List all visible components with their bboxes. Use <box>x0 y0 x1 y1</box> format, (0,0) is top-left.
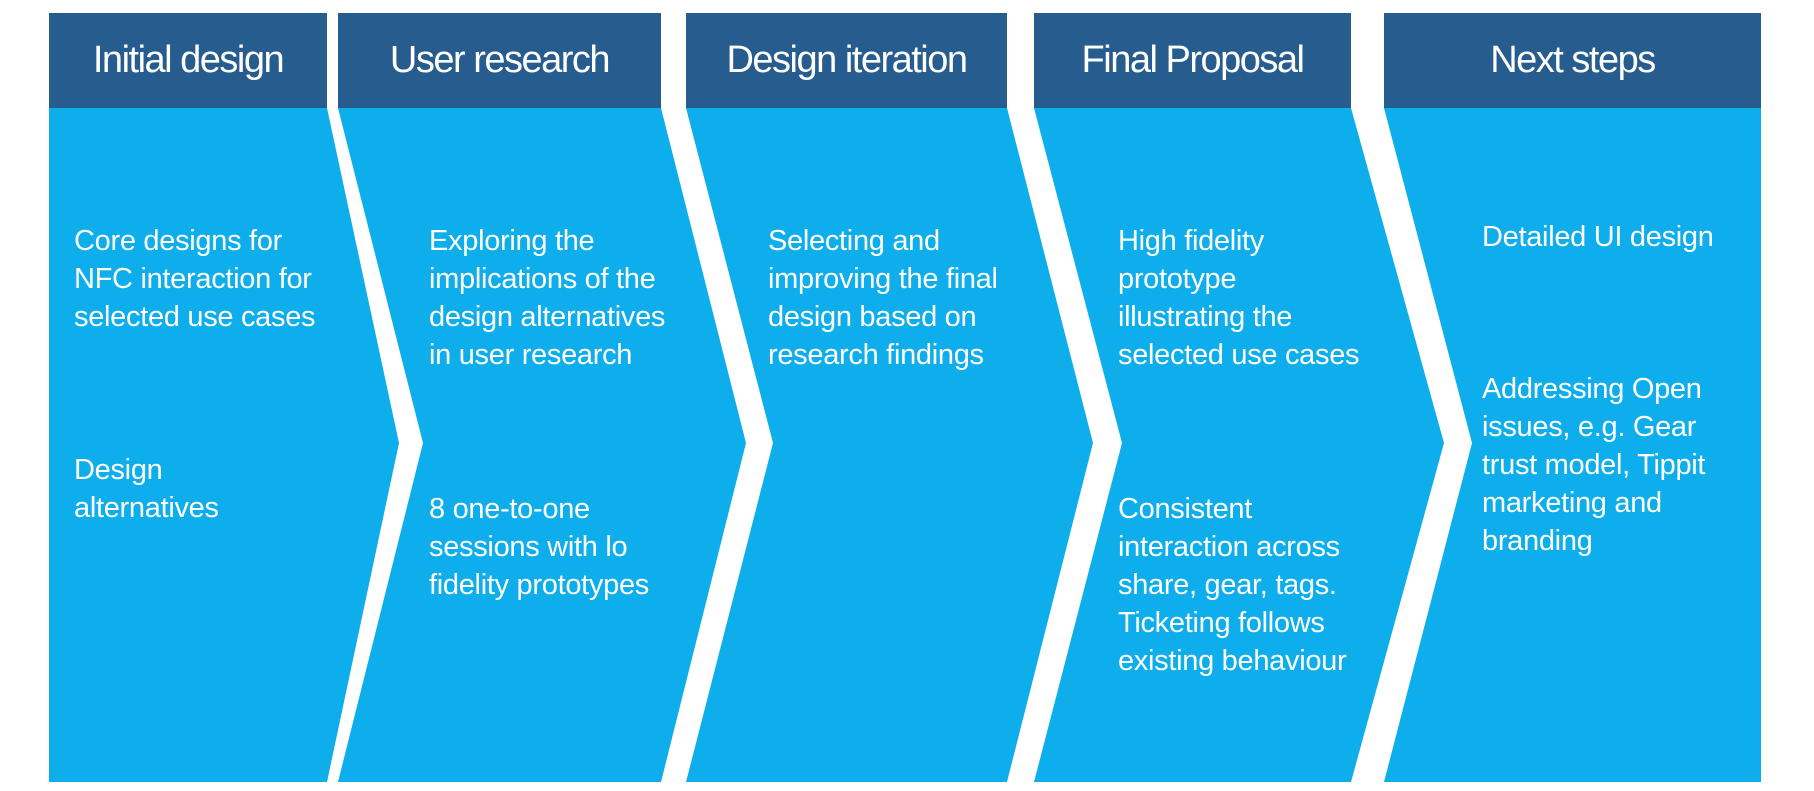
description-line: selected use cases <box>1118 339 1360 371</box>
description-line: Core designs for <box>74 225 282 257</box>
stage-title: User research <box>389 39 611 81</box>
stage-title: Next steps <box>1490 39 1656 81</box>
stage-title: Final Proposal <box>1081 39 1305 81</box>
description-line: design alternatives <box>429 301 666 333</box>
stage-chevron-design-iteration <box>686 108 1093 782</box>
stage-description: Design alternatives <box>74 451 219 527</box>
description-line: Detailed UI design <box>1482 221 1714 253</box>
description-line: trust model, Tippit <box>1482 449 1706 481</box>
description-line: research findings <box>768 339 984 371</box>
stage-header-bg-final-proposal <box>1034 13 1351 108</box>
stage-description: Detailed UI design <box>1482 218 1714 256</box>
stage-title: Design iteration <box>726 39 968 81</box>
chevron-group <box>49 13 1761 782</box>
description-line: alternatives <box>74 492 219 524</box>
stage-description: Addressing Open issues, e.g. Gear trust mo… <box>1482 370 1705 560</box>
description-line: Consistent <box>1118 493 1253 525</box>
description-line: Design <box>74 454 163 486</box>
stage-chevron-user-research <box>338 108 746 782</box>
stage-title: Initial design <box>92 39 285 81</box>
description-line: branding <box>1482 525 1593 557</box>
description-line: prototype <box>1118 263 1237 295</box>
stage-description: High fidelity prototype illustrating the se… <box>1118 222 1360 374</box>
stage-description: 8 one-to-one sessions with lo fidelity pro… <box>429 490 649 604</box>
description-line: design based on <box>768 301 977 333</box>
description-line: fidelity prototypes <box>429 569 649 601</box>
description-line: implications of the <box>429 263 656 295</box>
description-line: issues, e.g. Gear <box>1482 411 1697 443</box>
description-line: improving the final <box>768 263 998 295</box>
stage-header-bg-initial-design <box>49 13 327 108</box>
description-line: High fidelity <box>1118 225 1264 257</box>
stage-header-bg-design-iteration <box>686 13 1007 108</box>
description-line: sessions with lo <box>429 531 628 563</box>
description-line: marketing and <box>1482 487 1662 519</box>
description-line: Exploring the <box>429 225 595 257</box>
stage-description: Consistent interaction across share, gear,… <box>1118 490 1347 680</box>
stage-chevron-final-proposal <box>1034 108 1444 782</box>
description-line: existing behaviour <box>1118 645 1347 677</box>
description-line: Selecting and <box>768 225 940 257</box>
description-line: Ticketing follows <box>1118 607 1325 639</box>
description-line: Addressing Open <box>1482 373 1702 405</box>
stage-chevron-initial-design <box>49 108 399 782</box>
description-line: share, gear, tags. <box>1118 569 1337 601</box>
stage-description: Selecting and improving the final design b… <box>768 222 998 374</box>
description-line: 8 one-to-one <box>429 493 590 525</box>
stage-header-bg-user-research <box>338 13 661 108</box>
stage-description: Exploring the implications of the design a… <box>429 222 665 374</box>
description-line: selected use cases <box>74 301 316 333</box>
description-line: in user research <box>429 339 633 371</box>
description-line: interaction across <box>1118 531 1340 563</box>
description-line: illustrating the <box>1118 301 1293 333</box>
description-line: NFC interaction for <box>74 263 312 295</box>
stage-header-bg-next-steps <box>1384 13 1761 108</box>
stage-chevron-next-steps <box>1384 108 1761 782</box>
